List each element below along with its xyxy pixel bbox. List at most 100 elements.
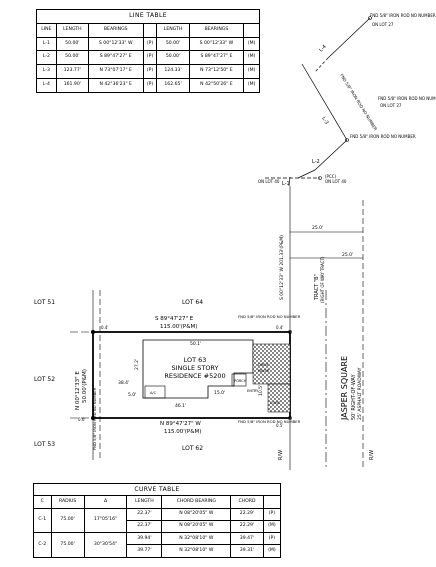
- line-l4: [327, 17, 371, 59]
- cell: 162.65': [156, 77, 190, 93]
- rod-marker: [345, 138, 349, 142]
- paver-label: PAVER: [258, 369, 270, 373]
- cell: 75.00': [50, 507, 85, 534]
- header-c: C: [33, 495, 52, 509]
- line-table: LINE TABLE LINE LENGTH BEARINGS LENGTH B…: [36, 9, 260, 93]
- cell: 30°30'54": [83, 532, 128, 558]
- dim-5-0: 5.0': [128, 392, 136, 398]
- house-type: SINGLE STORY: [171, 364, 218, 372]
- tag-l4: L-4: [318, 44, 328, 54]
- dim-25-b: 25.0': [342, 252, 353, 258]
- header-delta: Δ: [83, 495, 128, 509]
- cell: 17°05'16": [83, 507, 128, 534]
- cell: C-2: [33, 532, 52, 558]
- rod-marker: [368, 16, 372, 20]
- right-of-way: [289, 186, 364, 470]
- curve-table-header-row: C RADIUS Δ LENGTH CHORD BEARING CHORD: [33, 495, 282, 509]
- rod-se: FND 5/8" IRON ROD NO NUMBER: [238, 419, 301, 424]
- cell: 22.37': [126, 507, 163, 521]
- table-row: 39.77' N 32°08'10" W 39.31' (M): [34, 544, 282, 558]
- offset-nw: 0.4': [101, 325, 108, 330]
- line-l2: [297, 169, 316, 179]
- house-number: RESIDENCE #5200: [164, 372, 225, 380]
- rod-marker: [91, 416, 95, 420]
- cell: (P): [262, 532, 282, 546]
- line-l4-dash: [314, 57, 329, 73]
- on-lot-label: ON LOT 40: [325, 179, 347, 184]
- offset-se: 0.5': [276, 423, 283, 428]
- cell: 39.77': [126, 544, 163, 558]
- rod-marker: [91, 330, 95, 334]
- iron-rod-right: FND 5/8" IRON ROD NO NUMBER: [378, 96, 436, 101]
- cell: (M): [243, 77, 260, 93]
- cell: 22.29': [230, 507, 264, 521]
- south-distance: 115.00'(P&M): [164, 429, 201, 435]
- tract-sub: (RIGHT OF WAY TRACT): [320, 256, 325, 303]
- cell: 39.31': [230, 544, 264, 558]
- lot-51: LOT 51: [34, 299, 55, 306]
- pcc-label: (PCC): [325, 174, 337, 179]
- dim-25-a: 25.0': [312, 225, 323, 231]
- on-lot-left: ON LOT 40: [258, 179, 280, 184]
- tag-l2: L-2: [312, 159, 320, 165]
- west-distance: 50.00'(P&M): [82, 369, 88, 403]
- walk-pavers: [267, 383, 291, 413]
- offset-ne: 0.4': [276, 325, 283, 330]
- offset-sw: 0.6': [78, 417, 85, 422]
- cell: N 42°50'26" E: [188, 77, 245, 93]
- lot-64: LOT 64: [182, 299, 203, 306]
- curve-table-title: CURVE TABLE: [33, 482, 281, 497]
- table-row: L-4 161.90' N 42°36'23" E (P) 162.65' N …: [36, 77, 260, 93]
- tag-l3: L-3: [320, 116, 329, 126]
- header-chord-bearing: CHORD BEARING: [161, 495, 232, 509]
- dim-50-1: 50.1': [190, 341, 201, 347]
- cell: C-1: [33, 507, 52, 534]
- conc-label: CONC: [270, 401, 281, 405]
- drive-label: DRIVE: [258, 363, 269, 367]
- lot-52: LOT 52: [34, 376, 55, 383]
- table-row: C-1 75.00' 17°05'16" 22.37' N 08°20'05" …: [33, 507, 282, 534]
- corner-note: FND 5/8" IRON ROD NO NUMBER: [339, 73, 378, 132]
- lot-62: LOT 62: [182, 445, 203, 452]
- table-row: 22.37' N 08°20'05" W 22.29' (M): [34, 519, 282, 534]
- cell: (M): [262, 544, 282, 558]
- street-row: 50' RIGHT-OF-WAY: [351, 373, 357, 420]
- line-l3-a: [301, 63, 348, 141]
- cell: 39.94': [126, 532, 163, 546]
- rod-marker: [288, 416, 292, 420]
- house-lot: LOT 63: [184, 356, 207, 364]
- on-lot-27-right: ON LOT 27: [380, 103, 402, 108]
- header-length: LENGTH: [126, 495, 163, 509]
- iron-rod-top: FND 5/8" IRON ROD NO NUMBER: [370, 13, 436, 18]
- cell: N 08°20'05" W: [161, 507, 232, 521]
- table-row: C-2 75.00' 30°30'54" 39.94' N 32°08'10" …: [33, 532, 282, 558]
- cell: (M): [262, 519, 282, 534]
- rod-ne: FND 5/8" IRON ROD NO NUMBER: [238, 314, 301, 319]
- on-lot-27-top: ON LOT 27: [372, 22, 394, 27]
- dim-38-4: 38.4': [118, 380, 129, 386]
- street-name: JASPER SQUARE: [340, 356, 349, 421]
- porch: [231, 373, 247, 387]
- header-blank: [262, 495, 282, 509]
- cell: 22.37': [126, 519, 163, 534]
- cell: 75.00': [50, 532, 85, 558]
- north-bearing: S 89°47'27" E: [155, 316, 194, 322]
- cell: N 32°08'10" W: [161, 532, 232, 546]
- header-length-m: LENGTH: [156, 22, 190, 38]
- rw-left: R/W: [278, 450, 284, 460]
- east-line-label: S 00°12'33" W 201.33'(P&M): [279, 235, 285, 300]
- ac-label: A/C: [150, 391, 157, 395]
- dim-27-2: 27.2': [134, 359, 140, 370]
- dim-15-0: 15.0': [214, 390, 225, 396]
- rod-marker: [288, 330, 292, 334]
- rod-marker: [318, 176, 322, 180]
- rw-right: R/W: [369, 450, 375, 460]
- line-l1: [288, 176, 291, 187]
- lot-53: LOT 53: [34, 441, 55, 448]
- traverse-lines: [265, 17, 371, 187]
- south-bearing: N 89°47'27" W: [160, 421, 201, 427]
- street-asphalt: 25' ASPHALT ROADWAY: [357, 367, 363, 420]
- dim-46-1: 46.1': [175, 403, 186, 409]
- north-distance: 115.00'(P&M): [160, 324, 197, 330]
- cell: 161.90': [55, 77, 89, 93]
